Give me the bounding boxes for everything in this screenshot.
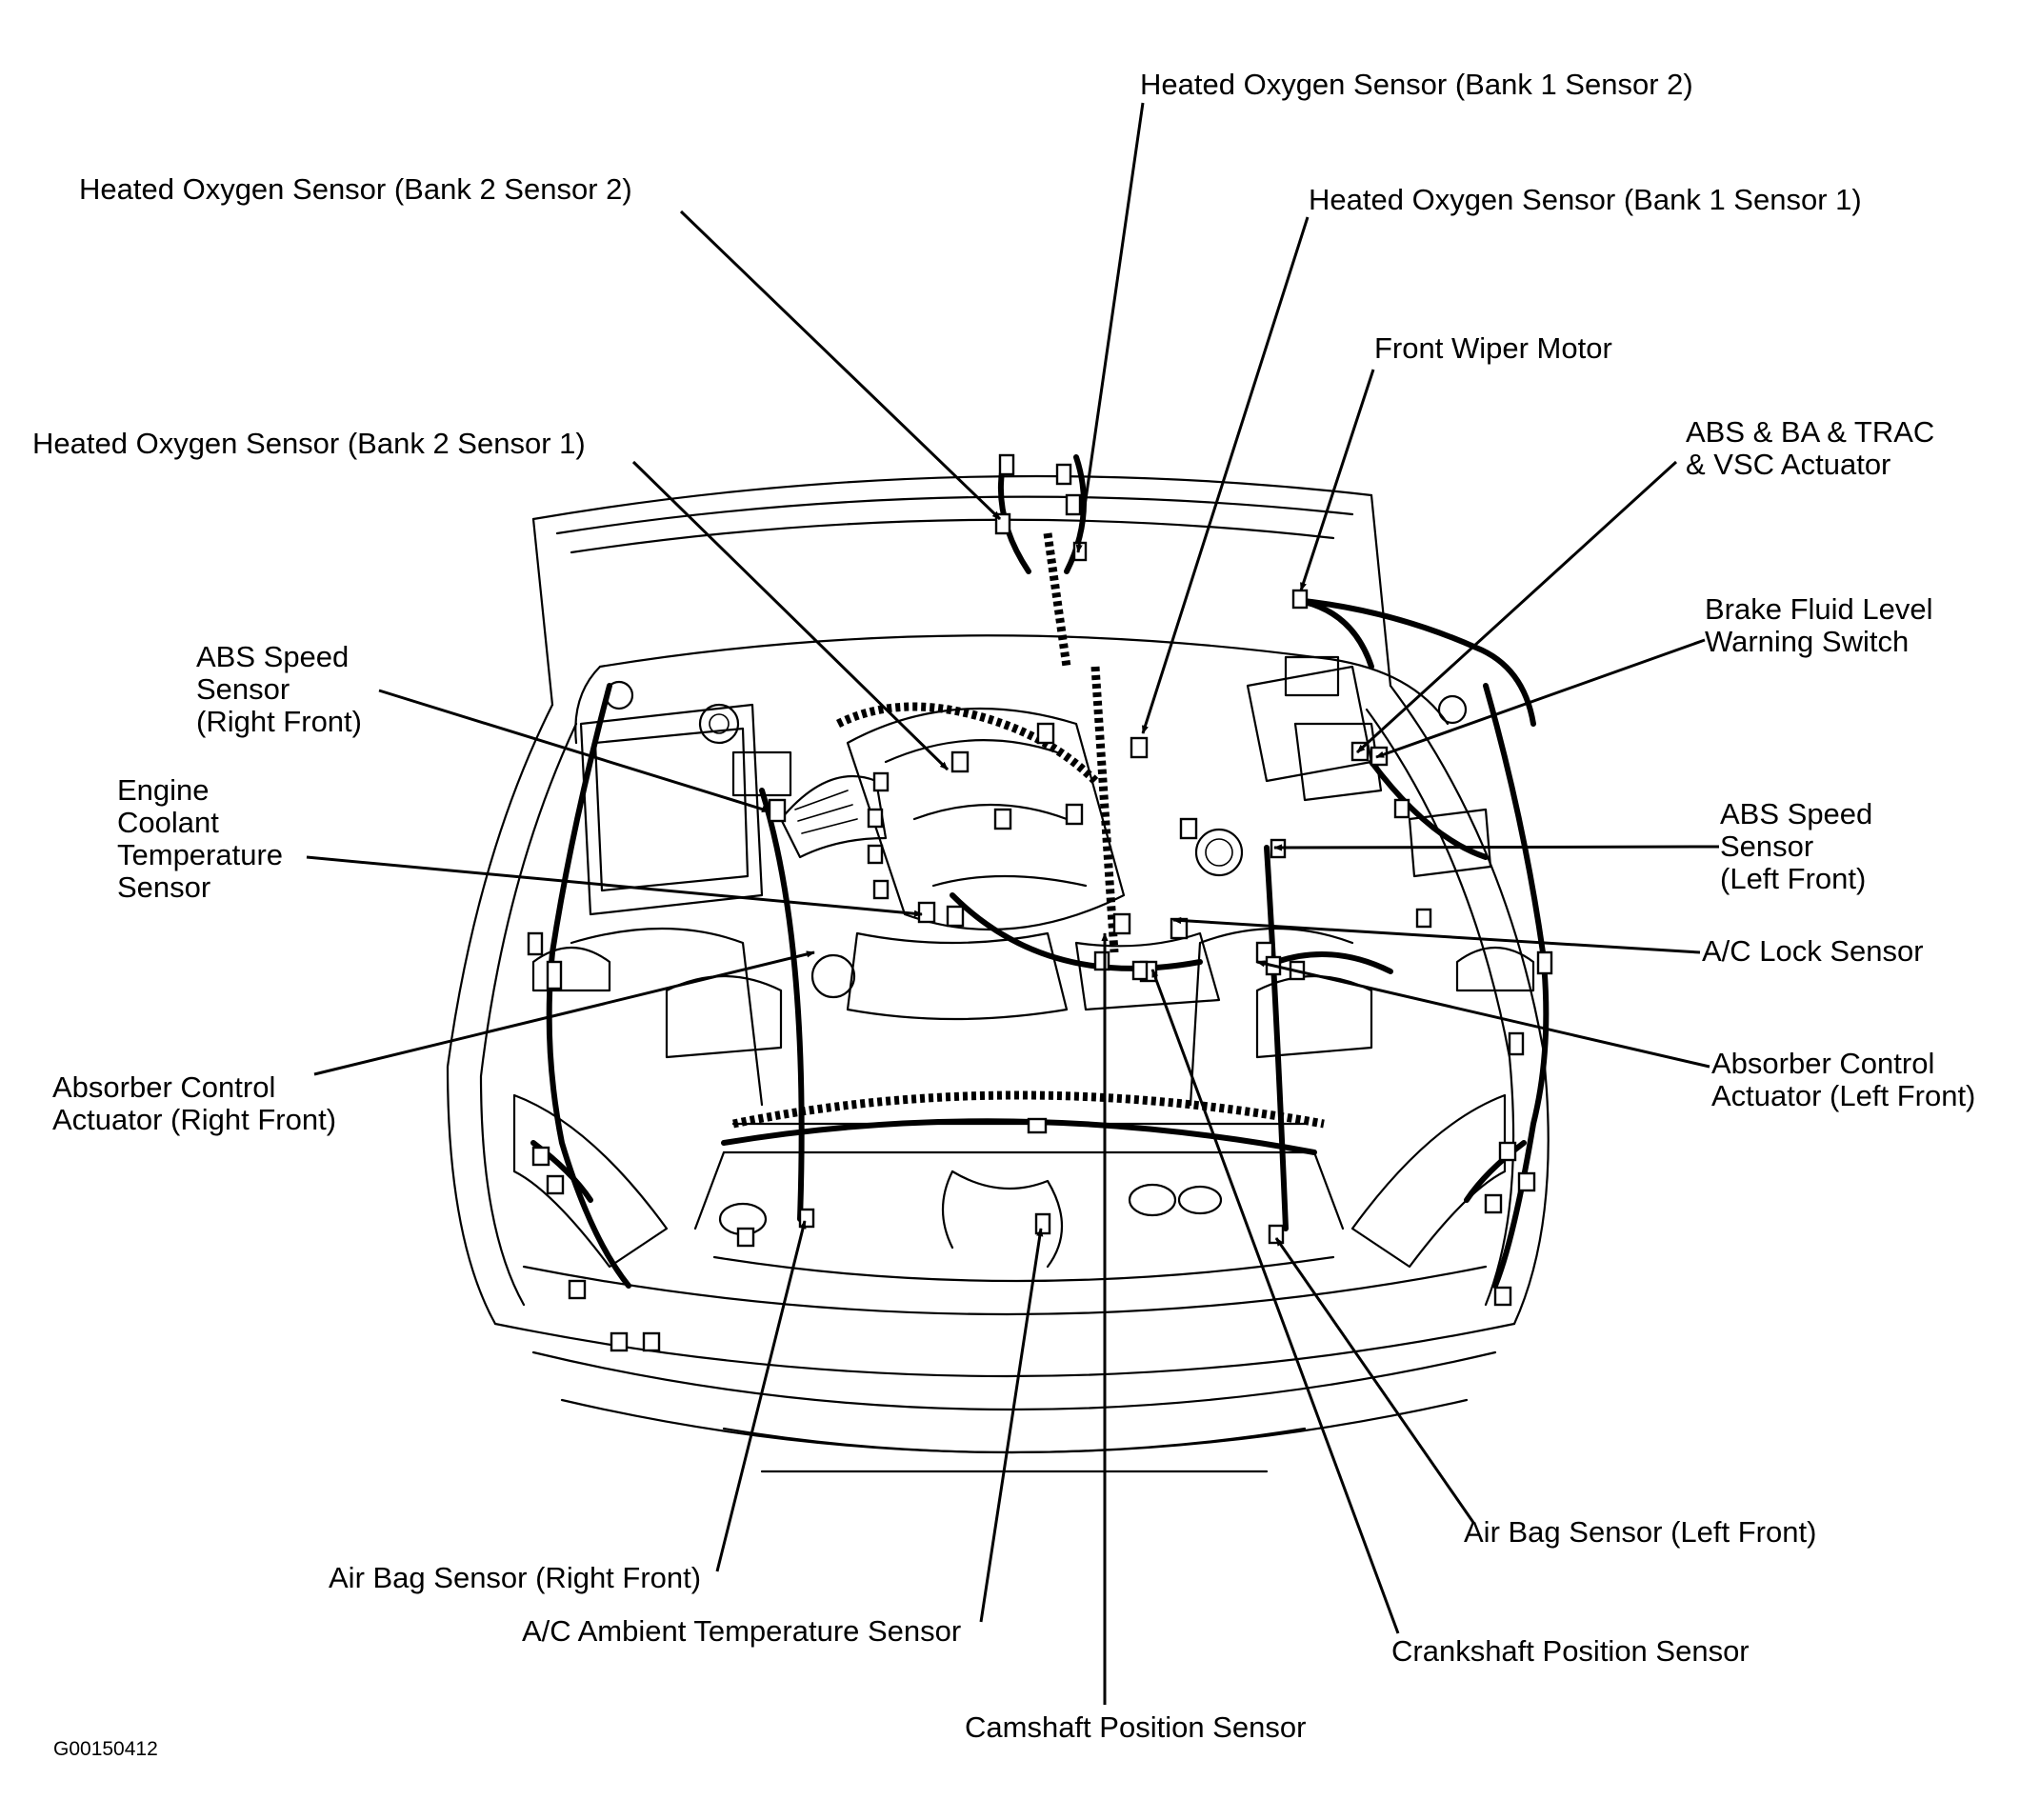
label-ho2s-bank2-sensor1: Heated Oxygen Sensor (Bank 2 Sensor 1) [32,427,586,460]
leader-abs-right [378,689,770,813]
figure-id: G00150412 [53,1738,158,1760]
connectors [527,453,1553,1352]
label-crankshaft-position-sensor: Crankshaft Position Sensor [1391,1634,1750,1668]
label-abs-ba-trac-vsc-actuator: ABS & BA & TRAC & VSC Actuator [1686,416,1934,481]
leader-ac-lock [1172,916,1701,954]
label-ho2s-bank1-sensor2: Heated Oxygen Sensor (Bank 1 Sensor 2) [1140,68,1693,101]
leader-crankshaft [1150,969,1400,1634]
label-abs-left-line2: Sensor [1720,830,1814,863]
label-front-wiper-motor: Front Wiper Motor [1374,331,1612,365]
label-abs-actuator-line2: & VSC Actuator [1686,448,1891,481]
leader-abs-actuator [1355,460,1678,754]
label-absorber-left-line2: Actuator (Left Front) [1711,1079,1976,1112]
label-abs-actuator-line1: ABS & BA & TRAC [1686,415,1935,449]
label-abs-left-line3: (Left Front) [1720,862,1867,895]
label-engine-coolant-temperature-sensor: Engine Coolant Temperature Sensor [117,774,283,904]
label-abs-right-line1: ABS Speed [196,640,350,673]
label-ho2s-bank1-sensor1: Heated Oxygen Sensor (Bank 1 Sensor 1) [1309,183,1862,216]
leader-airbag-left [1274,1237,1476,1525]
leader-ho2s-b2s2 [679,210,1002,521]
label-abs-left-line1: ABS Speed [1720,797,1873,830]
label-ect-line2: Coolant [117,806,219,839]
label-abs-right-line3: (Right Front) [196,705,362,738]
wiring-harness [530,454,1550,1289]
leader-brake-fluid [1375,638,1706,759]
label-absorber-control-actuator-left-front: Absorber Control Actuator (Left Front) [1711,1048,1975,1112]
label-ect-line1: Engine [117,773,210,807]
label-abs-right-line2: Sensor [196,672,290,706]
label-abs-speed-sensor-right-front: ABS Speed Sensor (Right Front) [196,641,362,738]
label-absorber-right-line2: Actuator (Right Front) [52,1103,337,1136]
label-absorber-right-line1: Absorber Control [52,1070,276,1104]
label-camshaft-position-sensor: Camshaft Position Sensor [965,1710,1307,1744]
label-ac-lock-sensor: A/C Lock Sensor [1702,934,1924,968]
label-brake-fluid-line2: Warning Switch [1705,625,1910,658]
leader-abs-left [1273,844,1720,851]
leader-absorber-right [313,950,815,1076]
label-absorber-control-actuator-right-front: Absorber Control Actuator (Right Front) [52,1071,336,1136]
label-brake-fluid-line1: Brake Fluid Level [1705,592,1933,626]
leader-ho2s-b1s1 [1141,216,1310,734]
leader-ho2s-b1s2 [1075,102,1145,553]
leader-front-wiper [1299,369,1375,591]
label-ac-ambient-temperature-sensor: A/C Ambient Temperature Sensor [522,1614,962,1648]
leader-absorber-left [1256,960,1710,1069]
label-ect-line3: Temperature [117,838,284,871]
leader-engine-coolant [306,855,923,917]
label-abs-speed-sensor-left-front: ABS Speed Sensor (Left Front) [1720,798,1872,895]
label-ect-line4: Sensor [117,870,211,904]
leader-airbag-right [715,1220,807,1572]
label-air-bag-sensor-right-front: Air Bag Sensor (Right Front) [329,1561,702,1594]
vehicle-body-outline [446,474,1550,1473]
leader-ho2s-b2s1 [631,460,950,771]
label-ho2s-bank2-sensor2: Heated Oxygen Sensor (Bank 2 Sensor 2) [79,172,632,206]
leader-lines [306,102,1720,1705]
label-brake-fluid-level-warning-switch: Brake Fluid Level Warning Switch [1705,593,1933,658]
label-absorber-left-line1: Absorber Control [1711,1047,1935,1080]
label-air-bag-sensor-left-front: Air Bag Sensor (Left Front) [1464,1515,1817,1549]
leader-ac-ambient [979,1228,1044,1623]
